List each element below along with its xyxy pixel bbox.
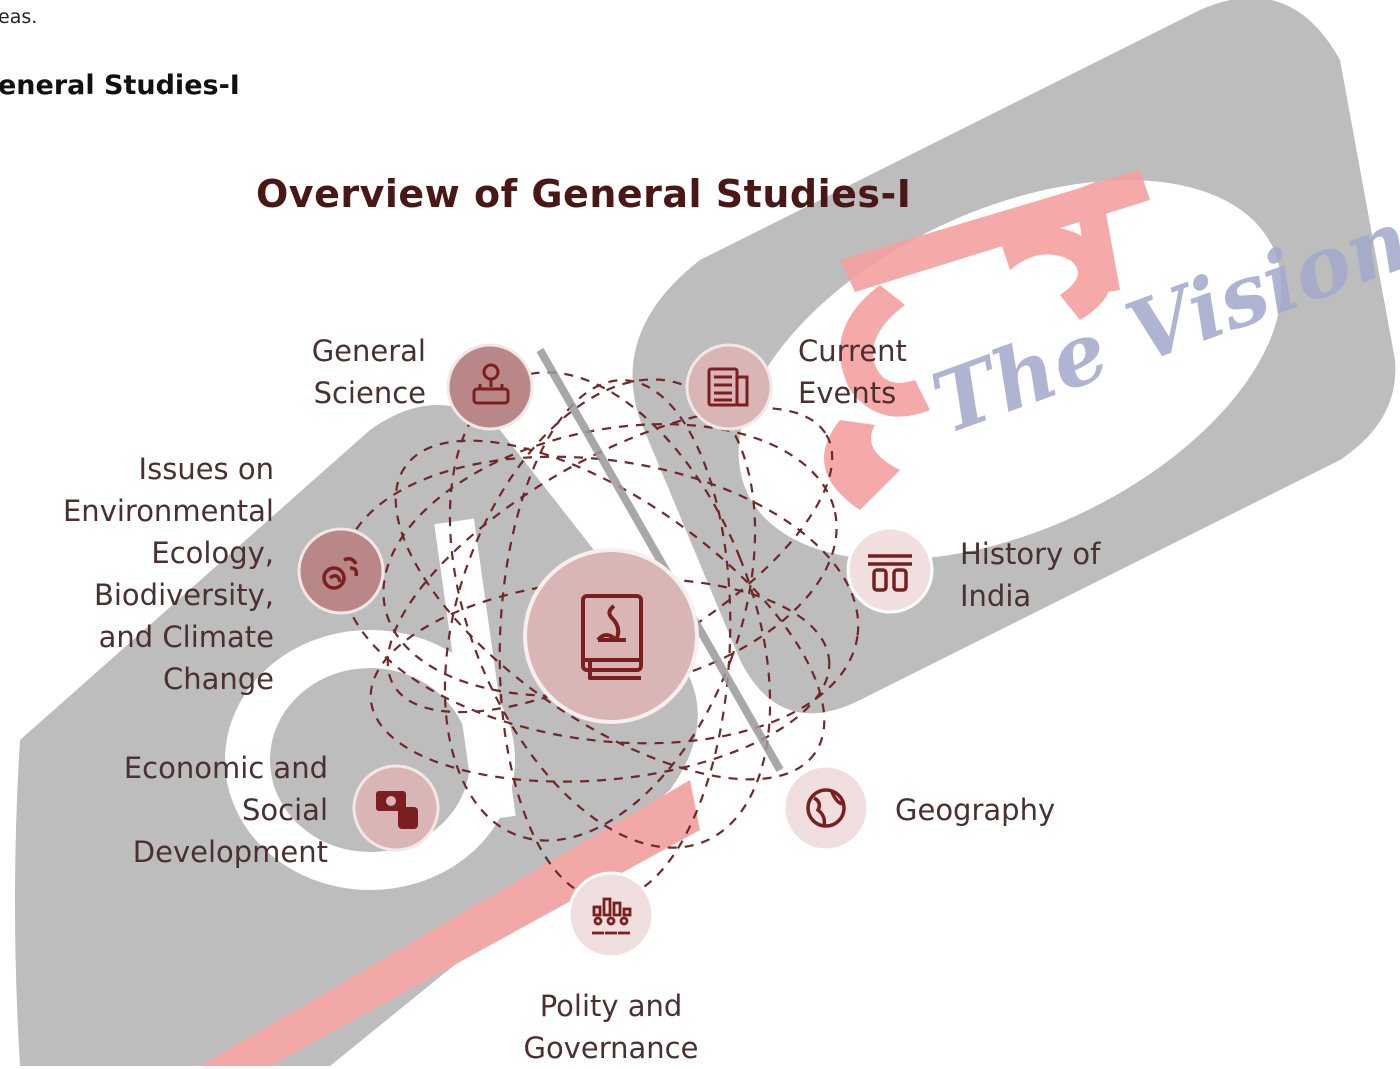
intro-text-fragment: eas. — [0, 6, 38, 28]
label-history-of-india: History of India — [960, 533, 1200, 617]
label-line: Science — [313, 376, 426, 410]
label-line: Geography — [895, 793, 1056, 827]
node-general-science — [446, 343, 534, 431]
label-geography: Geography — [895, 789, 1115, 831]
label-general-science: General Science — [240, 330, 426, 414]
label-line: Change — [162, 662, 274, 696]
globe-icon — [806, 788, 846, 828]
monument-icon — [868, 554, 912, 592]
label-line: Environmental — [62, 494, 274, 528]
label-environment: Issues on Environmental Ecology, Biodive… — [6, 448, 274, 700]
section-heading: eneral Studies-I — [0, 70, 240, 101]
label-line: Events — [798, 376, 897, 410]
label-line: History of — [960, 537, 1101, 571]
node-history-of-india — [846, 526, 934, 614]
label-line: Economic and — [123, 751, 328, 785]
label-economic-and-social-development: Economic and Social Development — [60, 747, 328, 873]
newspaper-icon — [707, 367, 749, 407]
label-line: Issues on — [138, 452, 274, 486]
node-polity-and-governance — [567, 871, 655, 959]
label-line: Current — [798, 334, 907, 368]
label-line: Biodiversity, — [93, 578, 274, 612]
node-environment — [297, 527, 385, 615]
label-line: Governance — [523, 1031, 699, 1065]
center-node — [523, 548, 699, 724]
watermark-accent-stripe — [200, 780, 700, 1066]
label-line: India — [960, 579, 1032, 613]
money-icon — [376, 791, 418, 829]
node-current-events — [685, 343, 773, 431]
label-line: General — [311, 334, 426, 368]
science-icon — [472, 363, 510, 405]
label-line: Social — [242, 793, 328, 827]
people-chart-icon — [592, 897, 632, 935]
watermark-bar — [536, 348, 784, 772]
label-line: Polity and — [539, 989, 683, 1023]
label-current-events: Current Events — [798, 330, 998, 414]
label-line: and Climate — [98, 620, 274, 654]
diagram-title: Overview of General Studies-I — [256, 172, 912, 216]
node-geography — [782, 764, 870, 852]
watermark-glyph — [824, 170, 1150, 510]
label-line: Development — [132, 835, 328, 869]
book-icon — [581, 594, 643, 680]
label-polity-and-governance: Polity and Governance — [480, 985, 742, 1069]
label-line: Ecology, — [151, 536, 274, 570]
node-economic-and-social-development — [352, 764, 440, 852]
ecology-icon — [322, 556, 359, 590]
